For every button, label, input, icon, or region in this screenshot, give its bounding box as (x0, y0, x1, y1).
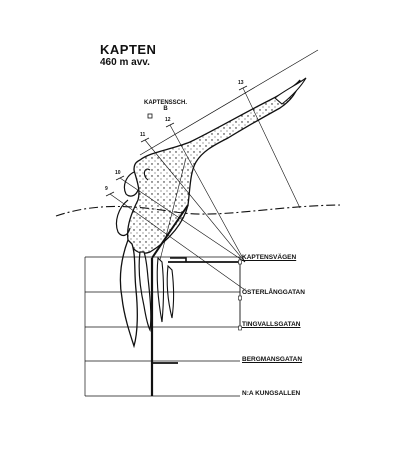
level-tick-13 (238, 85, 248, 91)
projection-line-5 (109, 193, 246, 291)
level-tick-12 (165, 122, 175, 128)
level-number-11: 11 (140, 132, 146, 138)
level-tick-11 (140, 137, 150, 143)
projection-line-1 (242, 87, 301, 209)
map-title: KAPTEN (100, 42, 157, 57)
level-number-13: 13 (238, 80, 244, 86)
vein-lobe-1 (119, 238, 138, 349)
ore-body-upper (126, 79, 301, 254)
vein-lobe-3 (156, 256, 165, 323)
connector-tick-1 (238, 259, 242, 265)
ore-body-tip (274, 77, 307, 105)
map-subtitle: 460 m avv. (100, 57, 150, 68)
drift-branch (170, 257, 187, 262)
level-number-9: 9 (105, 186, 108, 192)
level-number-10: 10 (115, 170, 121, 176)
connector-tick-2 (238, 295, 242, 301)
projection-line-main (139, 49, 319, 156)
boundary-dashdot-line (55, 204, 341, 217)
shaft-marker (147, 113, 153, 119)
level-tick-9 (105, 191, 115, 197)
drift-diagonal (151, 204, 189, 259)
street-label-tingvallsgatan: TINGVALLSGATAN (242, 321, 301, 328)
vein-edge-left-3 (143, 168, 151, 181)
level-tick-10 (115, 175, 125, 181)
shaft-name: KAPTENSSCH. (144, 100, 188, 106)
shaft-label: KAPTENSSCH. B (144, 100, 187, 112)
street-label-bergmansgatan: BERGMANSGATAN (242, 356, 303, 363)
street-label-osterlanggatan: ÖSTERLÅNGGATAN (242, 289, 305, 296)
street-label-na-kungsallen: N:A KUNGSALLEN (242, 390, 301, 397)
vein-edge-left-2 (115, 199, 131, 237)
vein-edge-left (123, 171, 139, 197)
vein-lobe-2 (138, 251, 152, 332)
connector-tick-3 (238, 325, 242, 331)
shaft-mark: B (163, 106, 168, 112)
level-number-12: 12 (165, 117, 171, 123)
street-label-kaptensvagen: KAPTENSVÄGEN (242, 254, 297, 261)
